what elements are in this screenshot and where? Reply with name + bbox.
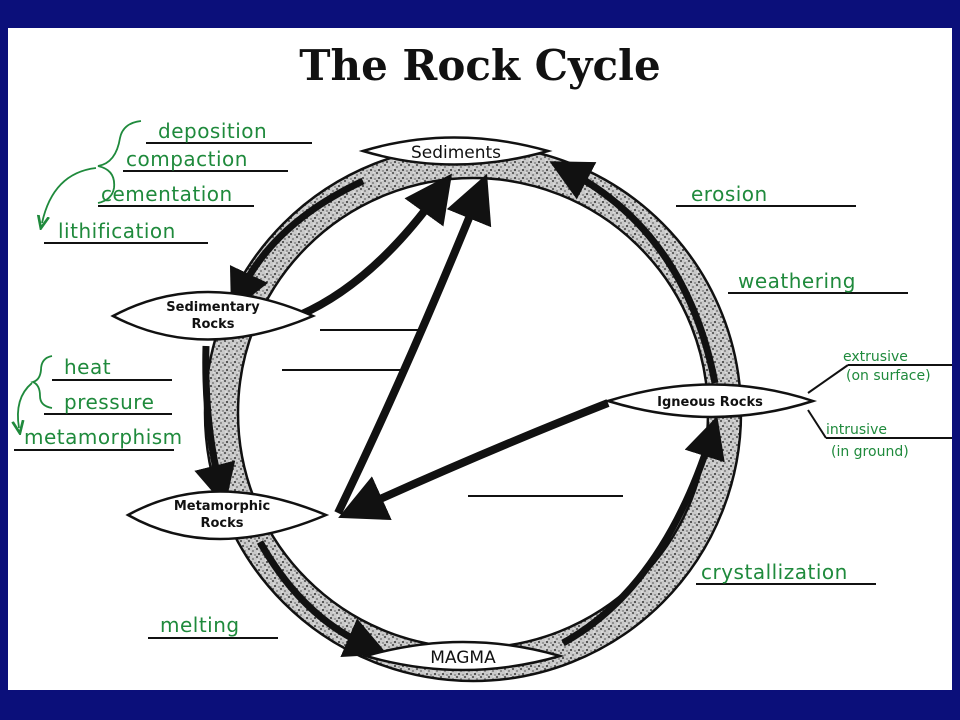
label-intrusive: intrusive [826,422,887,438]
crystallization-group: crystallization [696,560,876,585]
magma-label: MAGMA [430,648,496,668]
metamorphism-group: heat pressure metamorphism [14,355,183,451]
metamorphic-label-line1: Metamorphic [174,499,270,514]
curve-arrow-metamorphism [18,382,33,428]
arrow-magma-to-igneous [561,415,725,647]
arrow-metamorphic-to-magma [256,540,388,657]
diagram-title: The Rock Cycle [299,41,660,90]
extrusive-intrusive-group: extrusive (on surface) intrusive (in gro… [807,349,952,460]
curve-arrow-lithification [42,167,97,223]
label-cementation: cementation [101,182,233,206]
label-intrusive-note: (in ground) [831,444,909,460]
node-igneous-rocks: Igneous Rocks [603,383,818,419]
label-compaction: compaction [126,147,248,171]
metamorphic-label-line2: Rocks [200,516,243,531]
label-heat: heat [64,355,111,379]
label-extrusive-note: (on surface) [846,368,931,384]
label-melting: melting [160,613,240,637]
melting-group: melting [148,613,278,639]
bracket-metamorphism [30,355,53,409]
worksheet-page: The Rock Cycle Sediments Sedimentary Roc… [8,28,952,690]
arrow-sediments-to-sedimentary [229,177,365,312]
label-extrusive: extrusive [843,349,908,365]
arrow-igneous-to-sediments [549,161,719,384]
node-magma: MAGMA [361,640,565,672]
inner-arrows [298,173,610,521]
label-deposition: deposition [158,119,267,143]
igneous-label: Igneous Rocks [657,395,763,410]
arrow-sedimentary-to-metamorphic [194,345,236,507]
label-weathering: weathering [738,269,856,293]
lithification-group: deposition compaction cementation lithif… [42,119,312,244]
label-erosion: erosion [691,182,768,206]
arrow-metamorphic-to-sediments-inner [334,173,492,515]
erosion-weathering-group: erosion weathering [676,182,908,294]
label-metamorphism: metamorphism [24,425,183,449]
label-lithification: lithification [58,219,176,243]
rock-cycle-diagram: The Rock Cycle Sediments Sedimentary Roc… [8,41,952,683]
node-metamorphic-rocks: Metamorphic Rocks [125,490,330,541]
node-sediments: Sediments [358,136,553,166]
arrow-igneous-to-metamorphic-inner [338,399,610,521]
sedimentary-label-line1: Sedimentary [166,300,260,315]
sedimentary-label-line2: Rocks [191,317,234,332]
ring-arrows [194,161,725,657]
sediments-label: Sediments [411,143,501,163]
node-sedimentary-rocks: Sedimentary Rocks [110,290,317,341]
label-pressure: pressure [64,390,154,414]
arrow-sedimentary-to-sediments-inner [298,173,453,319]
cycle-ring [203,143,743,683]
label-crystallization: crystallization [701,560,848,584]
blank-answer-lines [282,329,623,497]
bracket-lithification [97,120,142,204]
